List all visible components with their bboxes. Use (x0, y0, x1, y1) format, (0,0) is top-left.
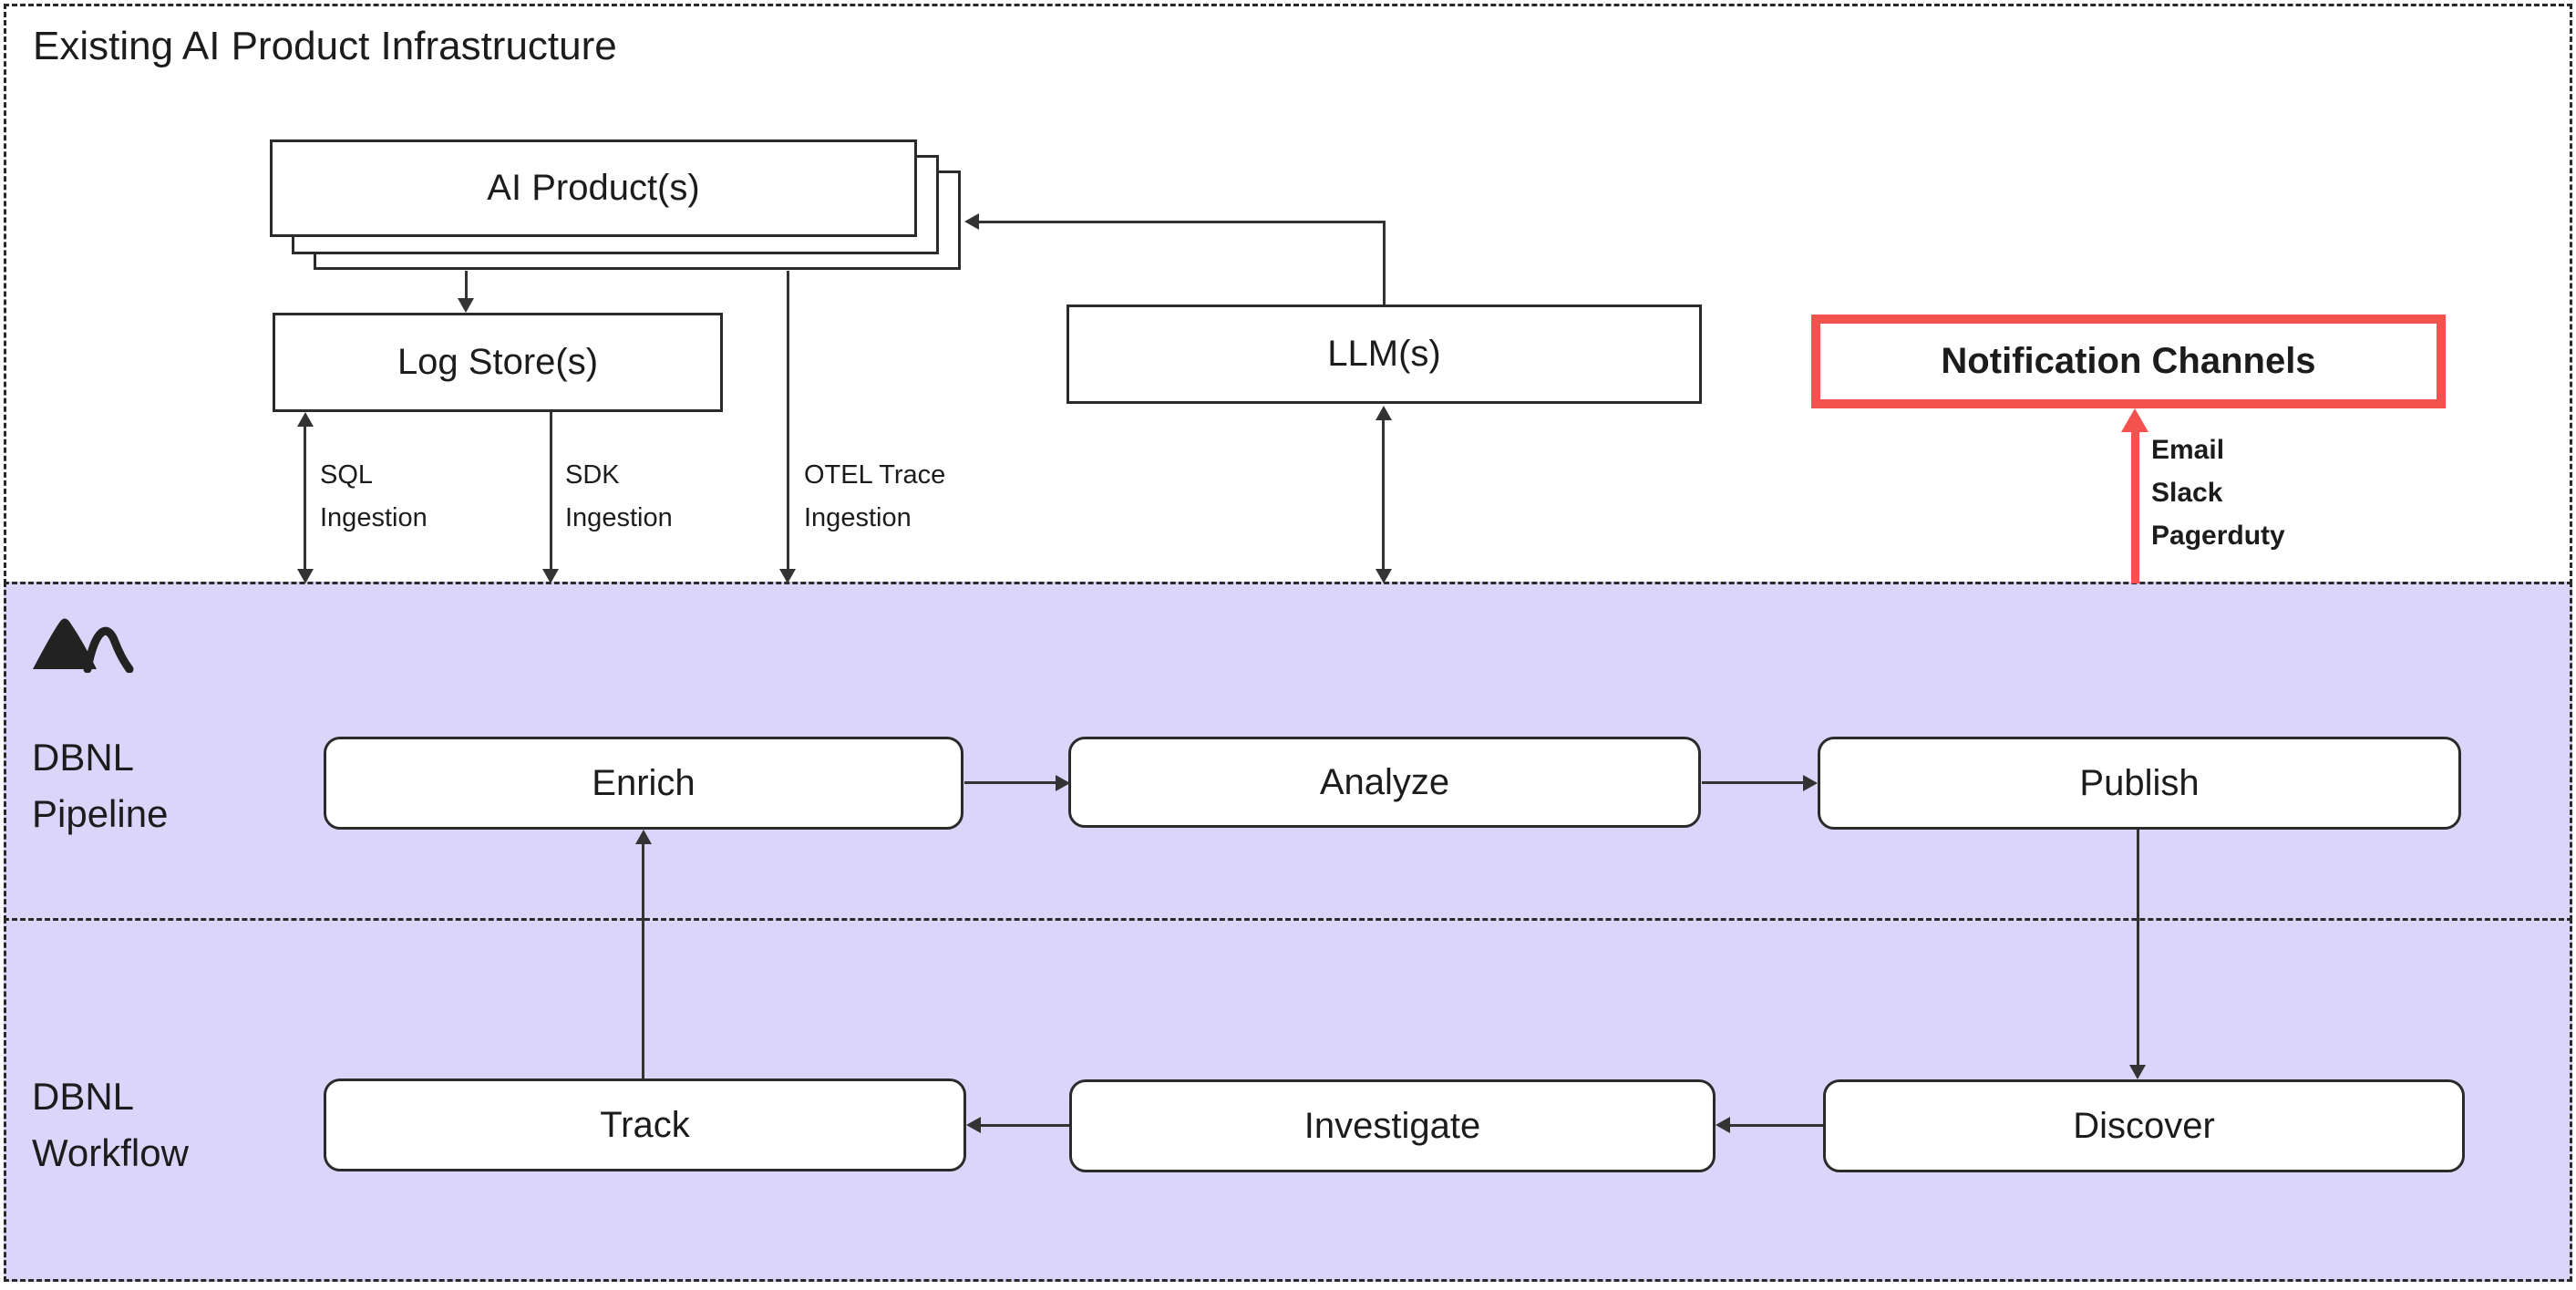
channel-slack: Slack (2151, 478, 2223, 508)
notification-channels-label: Notification Channels (1941, 341, 2316, 381)
dbnl-workflow-line1: DBNL (32, 1075, 135, 1118)
enrich-box: Enrich (324, 737, 963, 830)
connector-discover-investigate (1730, 1124, 1823, 1127)
llms-label: LLM(s) (1327, 334, 1441, 374)
connector-llm-aiproducts-horizontal (979, 221, 1386, 223)
arrowhead-enrich-analyze (1056, 775, 1070, 791)
ai-products-box: AI Product(s) (270, 139, 917, 237)
connector-enrich-analyze (964, 781, 1056, 784)
arrowhead-otel-down (779, 569, 796, 583)
arrowhead-sql-down (297, 569, 314, 583)
publish-label: Publish (2079, 762, 2200, 803)
sql-ingestion-line1: SQL (320, 460, 374, 490)
sdk-ingestion-line2: Ingestion (565, 503, 673, 532)
channel-pagerduty: Pagerduty (2151, 521, 2285, 551)
sdk-ingestion-label: SDK Ingestion (565, 454, 673, 540)
dbnl-pipeline-line2: Pipeline (32, 792, 169, 835)
connector-otel-ingestion (787, 271, 789, 569)
section-existing-infrastructure (4, 4, 2572, 584)
publish-box: Publish (1818, 737, 2461, 830)
connector-aiproducts-logstore (465, 271, 468, 300)
llms-box: LLM(s) (1066, 304, 1702, 404)
connector-sdk-ingestion (550, 412, 552, 569)
connector-publish-notification (2131, 428, 2139, 583)
arrowhead-notification-up (2121, 408, 2148, 432)
otel-ingestion-line2: Ingestion (804, 503, 912, 532)
arrowhead-sql-up (297, 412, 314, 427)
sdk-ingestion-line1: SDK (565, 460, 620, 490)
sql-ingestion-label: SQL Ingestion (320, 454, 428, 540)
track-box: Track (324, 1078, 966, 1171)
analyze-label: Analyze (1319, 761, 1450, 802)
log-stores-box: Log Store(s) (273, 313, 723, 412)
arrowhead-llm-down (1376, 569, 1392, 583)
track-label: Track (600, 1104, 690, 1145)
investigate-label: Investigate (1303, 1105, 1481, 1146)
arrowhead-llm-up (1376, 406, 1392, 420)
dbnl-workflow-line2: Workflow (32, 1131, 189, 1174)
connector-sql-ingestion (304, 425, 306, 569)
sql-ingestion-line2: Ingestion (320, 503, 428, 532)
discover-box: Discover (1823, 1079, 2465, 1172)
arrowhead-investigate-track (966, 1117, 981, 1133)
notification-channel-list: Email Slack Pagerduty (2151, 428, 2285, 557)
connector-llm-aiproducts-vertical (1383, 222, 1386, 304)
dbnl-pipeline-label: DBNL Pipeline (32, 729, 168, 842)
discover-label: Discover (2073, 1105, 2215, 1146)
arrowhead-analyze-publish (1803, 775, 1818, 791)
ai-products-label: AI Product(s) (487, 168, 700, 208)
arrowhead-track-enrich (635, 830, 652, 844)
otel-ingestion-line1: OTEL Trace (804, 460, 946, 490)
channel-email: Email (2151, 435, 2225, 465)
otel-ingestion-label: OTEL Trace Ingestion (804, 454, 945, 540)
log-stores-label: Log Store(s) (397, 342, 599, 382)
notification-channels-box: Notification Channels (1811, 315, 2446, 408)
connector-track-enrich (642, 842, 644, 1078)
arrowhead-publish-discover (2129, 1065, 2146, 1079)
analyze-box: Analyze (1068, 737, 1701, 828)
dbnl-pipeline-line1: DBNL (32, 736, 135, 779)
arrowhead-discover-investigate (1716, 1117, 1730, 1133)
mountain-icon (33, 618, 134, 673)
investigate-box: Investigate (1069, 1079, 1716, 1172)
arrowhead-aiproducts-logstore (458, 298, 474, 313)
enrich-label: Enrich (592, 762, 696, 803)
dbnl-workflow-label: DBNL Workflow (32, 1068, 189, 1182)
connector-investigate-track (981, 1124, 1069, 1127)
connector-llm-pipeline (1382, 418, 1385, 569)
arrowhead-sdk-down (542, 569, 559, 583)
connector-publish-discover (2137, 830, 2139, 1065)
connector-analyze-publish (1702, 781, 1803, 784)
arrowhead-llm-aiproducts (964, 213, 979, 230)
section-title-existing-infrastructure: Existing AI Product Infrastructure (33, 24, 617, 68)
